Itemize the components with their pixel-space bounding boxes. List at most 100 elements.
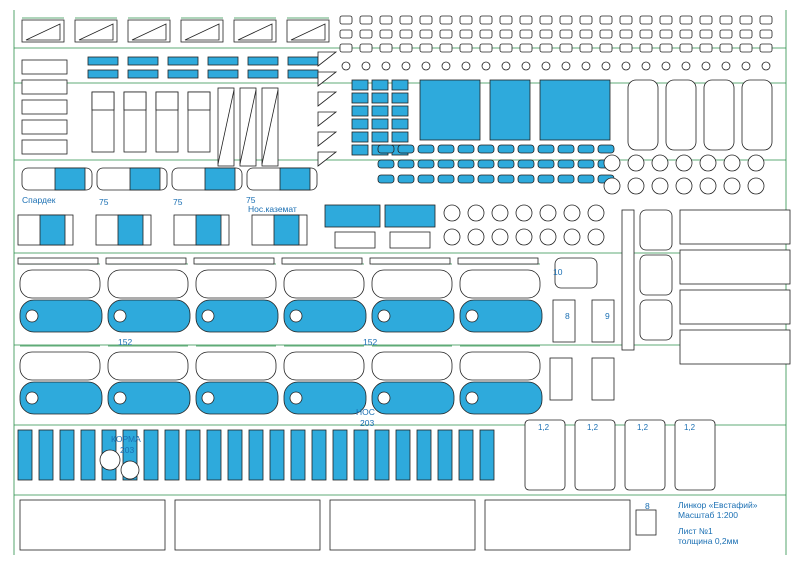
brace-diagonal [239,89,257,165]
small-fitting [759,15,773,25]
gusset-triangle [237,23,273,41]
label-spardek: Спардек [22,195,56,205]
turret-rim [195,269,277,299]
tripod-fitting [381,61,391,71]
bottom-strip [479,429,495,481]
turret-body [283,381,367,415]
blue-panel [351,131,369,143]
blue-panel [371,118,389,130]
porthole-frame [741,79,773,151]
bottom-strip [290,429,306,481]
deck-strip [87,56,119,66]
turret-rim [19,351,101,381]
small-fitting [439,29,453,39]
small-fitting [499,15,513,25]
small-fitting [619,43,633,53]
ventilator-wheel [699,177,717,195]
turret-rim [459,351,541,381]
link-strip [537,159,555,169]
link-strip [477,174,495,184]
small-fitting [439,15,453,25]
bottom-strip [38,429,54,481]
deck-strip [207,69,239,79]
small-fitting [579,15,593,25]
link-strip [577,144,595,154]
hatch-door [21,59,68,75]
small-fitting [519,43,533,53]
small-triangle [317,131,338,147]
ventilator-wheel [651,177,669,195]
blue-panel [391,105,409,117]
turret-port [289,391,303,405]
deck-strip [247,69,279,79]
tripod-fitting [481,61,491,71]
link-strip [497,144,515,154]
small-fitting [459,29,473,39]
bottom-strip [248,429,264,481]
link-strip [457,159,475,169]
link-strip [397,159,415,169]
ventilator-wheel [627,177,645,195]
ventilator-wheel [627,154,645,172]
tripod-fitting [581,61,591,71]
bottom-strip [416,429,432,481]
tripod-fitting [421,61,431,71]
turret-port [201,309,215,323]
deck-strip [127,56,159,66]
small-fitting [679,29,693,39]
ship-name: Линкор «Евстафий» [678,500,758,510]
bottom-strip [458,429,474,481]
inclined-ladder [624,419,666,491]
link-strip [437,159,455,169]
small-fitting [659,15,673,25]
hatch-door [21,79,68,95]
plate-panel [679,329,791,365]
strip [17,257,99,265]
wheel [491,204,509,222]
wheel [539,204,557,222]
link-strip [497,174,515,184]
blue-panel [391,79,409,91]
ventilator-wheel [747,154,765,172]
turret-rim [195,351,277,381]
blue-panel [371,92,389,104]
wheel [587,228,605,246]
tripod-fitting [641,61,651,71]
label-8-a: 8 [565,311,570,321]
blue-panel [351,92,369,104]
small-fitting [579,43,593,53]
link-strip [477,144,495,154]
wheel [467,204,485,222]
turret-port [377,309,391,323]
turret-body [195,299,279,333]
ventilator-wheel [747,177,765,195]
window-pane [187,91,211,111]
small-fitting [419,43,433,53]
turret-body [19,299,103,333]
hatch-door [21,139,68,155]
inclined-ladder [674,419,716,491]
gusset-triangle [290,23,326,41]
hatch-plate [384,204,436,228]
small-triangle [317,71,338,87]
small-fitting [599,29,613,39]
bottom-strip [206,429,222,481]
link-strip [437,144,455,154]
blue-panel [391,92,409,104]
tripod-fitting [441,61,451,71]
ventilator-wheel [675,154,693,172]
grating-part [554,257,598,289]
tripod-fitting [341,61,351,71]
bottom-strip [437,429,453,481]
small-fitting [739,15,753,25]
small-fitting [399,15,413,25]
tripod-fitting [621,61,631,71]
wheel [515,204,533,222]
turret-port [25,309,39,323]
small-fitting [739,43,753,53]
link-strip [457,144,475,154]
ladder [549,357,573,401]
bottom-strip [374,429,390,481]
bottom-strip [353,429,369,481]
ladder [591,357,615,401]
